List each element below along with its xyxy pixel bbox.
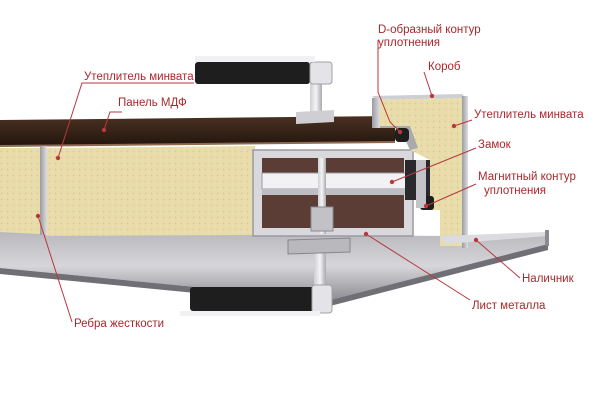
- lock-bar-bottom: [262, 189, 412, 195]
- stiffening-rib: [40, 146, 47, 235]
- frame-box-insulation: [380, 98, 462, 246]
- frame-box-right-wall: [462, 96, 468, 248]
- label-insulation-left: Утеплитель минвата: [84, 71, 194, 83]
- leader-dot-d-seal: [397, 129, 403, 135]
- label-insulation-right: Утеплитель минвата: [474, 109, 584, 121]
- label-ribs: Ребра жесткости: [74, 318, 164, 330]
- metal-sheet-bottom: [0, 232, 548, 300]
- leader-dot-trim: [473, 237, 479, 243]
- handle-top-base: [296, 110, 334, 124]
- leader-insulation-right: [453, 119, 473, 127]
- leader-d-seal: [377, 40, 401, 133]
- handle-bottom-rim: [180, 311, 320, 316]
- leader-trim: [475, 239, 521, 279]
- label-mdf-panel: Панель МДФ: [118, 97, 187, 109]
- label-frame-box: Короб: [428, 61, 461, 73]
- handle-bottom-base: [287, 237, 351, 255]
- d-seal: [395, 128, 409, 142]
- lock-spindle: [318, 158, 326, 234]
- label-magnetic-seal-line1: Магнитный контур: [478, 171, 576, 183]
- metal-sheet-underside: [0, 244, 548, 306]
- frame-box-left-wall: [372, 98, 380, 128]
- insulation-main-section: [47, 146, 255, 236]
- leader-metal-sheet: [365, 233, 471, 301]
- leader-magnetic-seal: [425, 183, 477, 207]
- leader-dot-insulation-left: [55, 155, 61, 161]
- leader-lock: [391, 147, 477, 183]
- handle-bottom-grip: [190, 287, 315, 311]
- leader-dot-frame-box: [429, 93, 435, 99]
- leader-mdf-panel: [103, 111, 122, 131]
- handle-top-rim: [195, 56, 315, 62]
- trim-end: [545, 230, 549, 246]
- leader-ribs: [37, 215, 73, 323]
- lock-spindle-base: [310, 206, 334, 232]
- label-metal-sheet: Лист металла: [472, 300, 546, 312]
- handle-bottom-post: [314, 240, 326, 295]
- handle-top-cap: [309, 61, 333, 85]
- handle-bottom-cap: [311, 284, 333, 314]
- leader-dot-lock: [389, 179, 395, 185]
- leader-dot-insulation-right: [451, 123, 457, 129]
- mdf-panel-edge: [0, 141, 396, 147]
- leader-dot-ribs: [35, 213, 41, 219]
- trim-profile: [440, 232, 548, 244]
- leader-dot-magnetic-seal: [423, 203, 429, 209]
- handle-top-grip: [195, 62, 310, 84]
- mdf-panel: [0, 116, 395, 146]
- label-d-seal-line2: уплотнения: [378, 37, 440, 49]
- insulation-left-section: [0, 148, 40, 234]
- magnetic-seal-strip: [416, 160, 426, 208]
- label-magnetic-seal-line2: уплотнения: [484, 185, 546, 197]
- leader-frame-box: [423, 71, 433, 97]
- lock-bar-top: [261, 172, 413, 190]
- label-lock: Замок: [478, 139, 512, 151]
- leader-dot-metal-sheet: [363, 231, 369, 237]
- label-d-seal-line1: D-образный контур: [378, 24, 481, 36]
- leader-insulation-left: [57, 82, 194, 159]
- leader-dot-mdf-panel: [101, 127, 107, 133]
- label-trim: Наличник: [522, 273, 575, 285]
